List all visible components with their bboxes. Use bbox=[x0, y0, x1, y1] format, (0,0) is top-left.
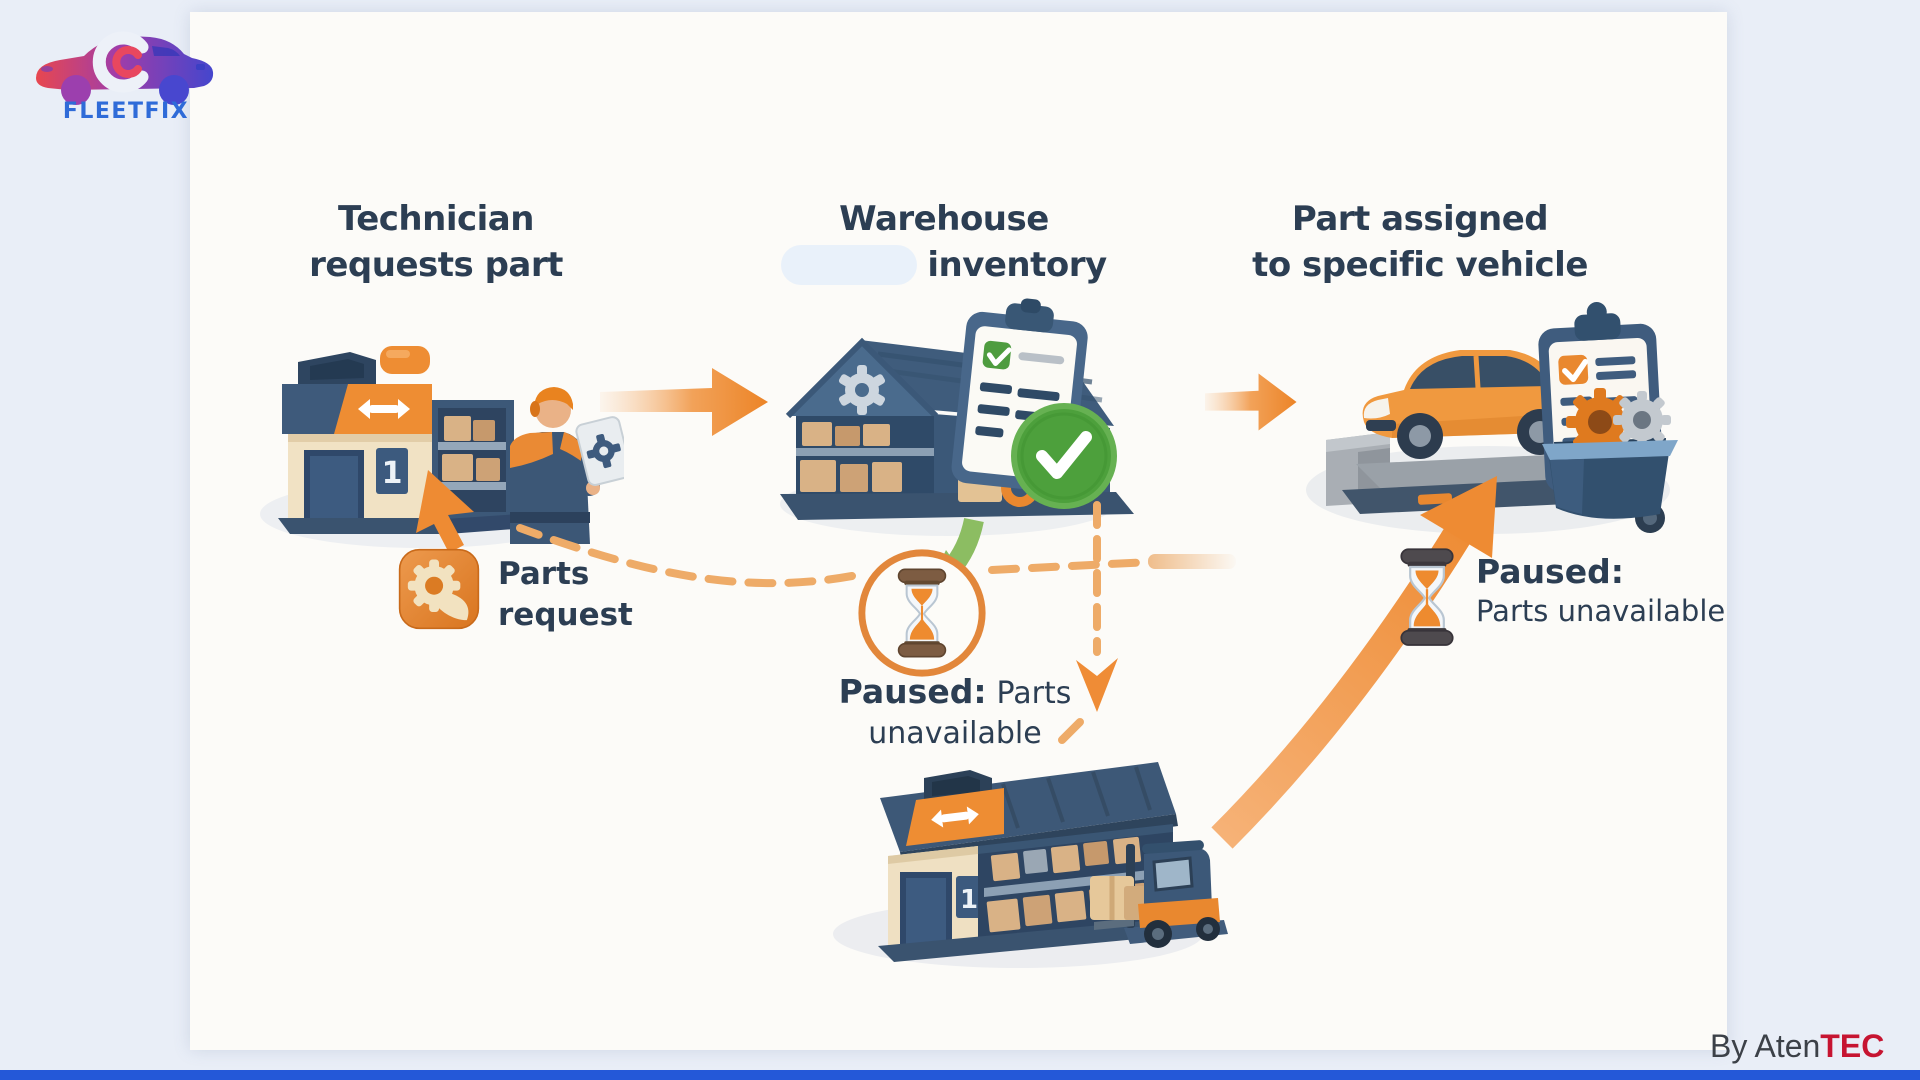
parts-bin bbox=[1542, 388, 1678, 533]
car-silhouette-icon bbox=[36, 31, 214, 105]
paused-center-line2: unavailable bbox=[868, 716, 1042, 751]
car bbox=[1362, 350, 1589, 459]
flow-arrow-1 bbox=[600, 368, 768, 436]
gear-emblem-icon bbox=[838, 365, 886, 415]
technician-figure bbox=[510, 387, 624, 544]
parts-request-label: Parts request bbox=[398, 548, 633, 636]
byline: By AtenTEC bbox=[1710, 1028, 1884, 1065]
fleetfix-logo: FLEETFIX bbox=[36, 31, 214, 124]
checkbox-checked-icon bbox=[1558, 354, 1589, 385]
checkbox-checked-icon bbox=[982, 340, 1012, 370]
vehicle-assignment-illustration bbox=[1306, 302, 1678, 534]
paused-right-line2: Parts unavailable bbox=[1476, 594, 1726, 628]
step-title-vehicle: Part assigned to specific vehicle bbox=[1234, 196, 1606, 288]
silver-gear-icon bbox=[1613, 391, 1671, 449]
warehouse-number: 1 bbox=[960, 885, 978, 915]
step2-line2-text: inventory bbox=[927, 245, 1107, 285]
byline-prefix: By Aten bbox=[1710, 1028, 1821, 1064]
logo-text: FLEETFIX bbox=[63, 99, 189, 124]
hourglass-icon bbox=[1400, 548, 1454, 646]
step2-line2: inventory bbox=[758, 242, 1130, 288]
approved-check-icon bbox=[1011, 403, 1117, 509]
paused-center-rest: Parts bbox=[996, 676, 1072, 711]
step-title-technician: Technician requests part bbox=[250, 196, 622, 288]
cap-icon bbox=[534, 387, 573, 412]
warehouse-inventory-illustration bbox=[780, 298, 1134, 536]
tablet-icon bbox=[575, 416, 624, 486]
step-title-warehouse: Warehouse inventory bbox=[758, 196, 1130, 288]
step1-line2: requests part bbox=[309, 245, 563, 285]
paused-center-label: Paused: Parts unavailable bbox=[815, 672, 1095, 754]
bottom-accent-bar bbox=[0, 1070, 1920, 1080]
parts-request-gear-icon bbox=[398, 548, 480, 630]
supplier-warehouse-illustration: 1 bbox=[833, 762, 1228, 968]
parts-request-line1: Parts bbox=[498, 556, 590, 592]
width-arrows-emblem-icon bbox=[358, 399, 410, 419]
wrench-icon bbox=[92, 31, 149, 93]
width-arrows-emblem-icon bbox=[931, 806, 979, 828]
byline-brand: TEC bbox=[1820, 1028, 1885, 1064]
depot-building: 1 bbox=[278, 346, 528, 534]
step3-line2: to specific vehicle bbox=[1252, 245, 1588, 285]
paused-center-bold: Paused: bbox=[838, 672, 987, 711]
step3-line1: Part assigned bbox=[1291, 199, 1549, 239]
paused-right-label: Paused: Parts unavailable bbox=[1396, 546, 1725, 650]
forklift bbox=[1090, 840, 1228, 948]
depot-number: 1 bbox=[382, 456, 403, 491]
technician-depot-illustration: 1 bbox=[260, 346, 624, 548]
paused-hourglass-circle-icon bbox=[858, 549, 986, 677]
inventory-checklist bbox=[951, 298, 1088, 493]
parts-request-line2: request bbox=[498, 597, 633, 633]
step2-line1: Warehouse bbox=[839, 199, 1049, 239]
redacted-word-pill bbox=[781, 244, 918, 285]
paused-right-bold: Paused: bbox=[1476, 552, 1624, 591]
flow-arrow-2 bbox=[1205, 373, 1297, 431]
step1-line1: Technician bbox=[338, 199, 534, 239]
